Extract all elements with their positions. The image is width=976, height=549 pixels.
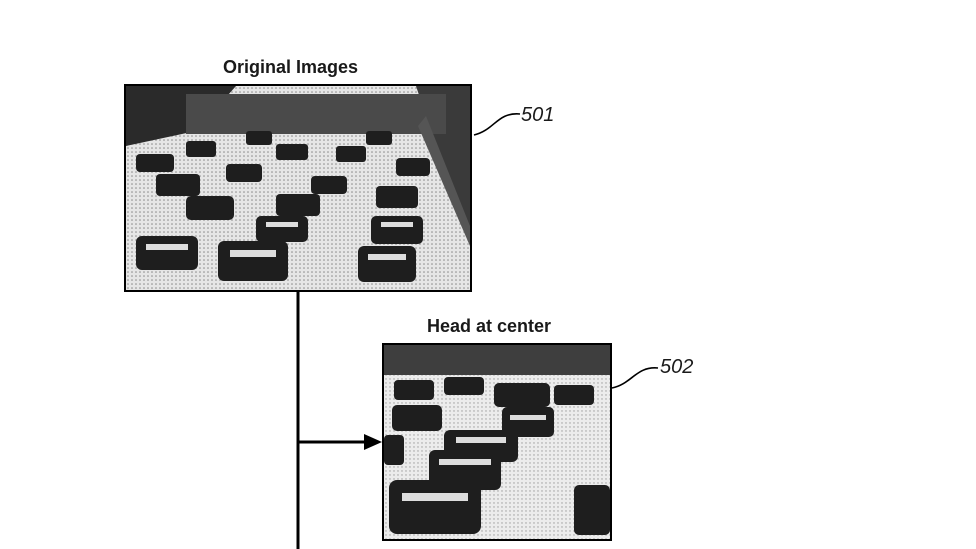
head-at-center-image: [382, 343, 612, 541]
ref-number-502: 502: [660, 356, 694, 378]
traffic-photo-original: [126, 86, 470, 290]
original-images-title: Original Images: [223, 57, 359, 77]
traffic-photo-head-center: [384, 345, 610, 539]
leader-line-502: [611, 367, 659, 389]
leader-line-501: [473, 113, 521, 136]
arrow-head-icon: [364, 434, 382, 450]
ref-number-501: 501: [521, 104, 555, 126]
original-image: [124, 84, 472, 292]
head-at-center-title: Head at center: [427, 316, 552, 336]
